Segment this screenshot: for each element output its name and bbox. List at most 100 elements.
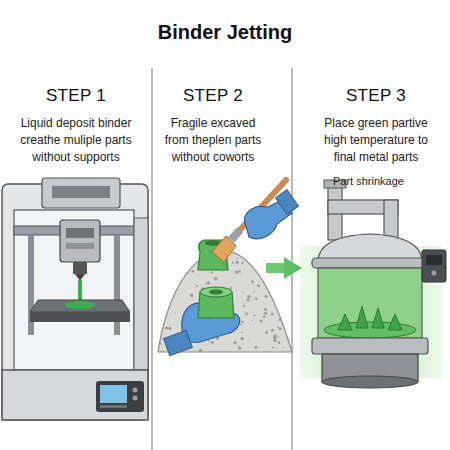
powder-grain bbox=[283, 249, 286, 252]
powder-grain bbox=[282, 297, 284, 299]
powder-grain bbox=[241, 337, 244, 340]
printer-illustration bbox=[134, 218, 148, 370]
paint-brush bbox=[212, 236, 236, 262]
powder-grain bbox=[164, 261, 165, 262]
printer-illustration bbox=[60, 220, 100, 262]
powder-grain bbox=[277, 253, 279, 255]
powder-grain bbox=[243, 305, 245, 307]
printer-illustration bbox=[42, 178, 120, 208]
powder-grain bbox=[253, 263, 254, 264]
powder-grain bbox=[279, 327, 282, 330]
powder-grain bbox=[159, 343, 161, 345]
powder-grain bbox=[205, 283, 207, 285]
powder-grain bbox=[211, 341, 214, 344]
step-description: Place green partive high temperature to … bbox=[321, 115, 431, 166]
printer-illustration bbox=[96, 381, 144, 412]
powder-grain bbox=[265, 331, 268, 334]
powder-grain bbox=[264, 265, 265, 266]
powder-grain bbox=[243, 292, 244, 293]
powder-grain bbox=[165, 327, 168, 330]
powder-grain bbox=[235, 270, 238, 273]
furnace-illustration bbox=[312, 258, 428, 268]
furnace-illustration bbox=[338, 314, 352, 330]
powder-grain bbox=[222, 271, 223, 272]
powder-grain bbox=[263, 257, 266, 260]
powder-grain bbox=[272, 275, 275, 278]
powder-grain bbox=[284, 321, 287, 324]
glove-hand bbox=[245, 190, 299, 239]
powder-grain bbox=[279, 318, 282, 321]
powder-grain bbox=[164, 256, 167, 259]
powder-grain bbox=[162, 278, 164, 280]
powder-grain bbox=[251, 320, 252, 321]
powder-grain bbox=[247, 298, 250, 301]
powder-grain bbox=[176, 268, 179, 271]
powder-grain bbox=[273, 259, 275, 261]
powder-grain bbox=[208, 340, 209, 341]
powder-grain bbox=[241, 321, 243, 323]
powder-grain bbox=[254, 346, 257, 349]
powder-grain bbox=[283, 347, 284, 348]
powder-grain bbox=[260, 320, 263, 323]
step-panel: STEP 3 Place green partive high temperatu… bbox=[302, 86, 450, 440]
green-part bbox=[200, 287, 232, 297]
powder-grain bbox=[273, 339, 276, 342]
powder-grain bbox=[196, 285, 198, 287]
powder-grain bbox=[271, 329, 274, 332]
powder-grain bbox=[251, 280, 254, 283]
green-part bbox=[209, 290, 223, 295]
glove-hand bbox=[276, 190, 299, 214]
powder-grain bbox=[264, 312, 267, 315]
annotation-label: Part shrinkage bbox=[333, 175, 404, 187]
powder-grain bbox=[264, 308, 267, 311]
powder-grain bbox=[282, 320, 284, 322]
printer-illustration bbox=[30, 312, 130, 322]
furnace-illustration bbox=[318, 268, 422, 338]
printer-illustration bbox=[65, 301, 95, 309]
column-divider bbox=[151, 68, 152, 450]
furnace-illustration bbox=[356, 306, 368, 328]
powder-grain bbox=[271, 313, 274, 316]
furnace-illustration bbox=[384, 200, 398, 240]
powder-grain bbox=[277, 326, 279, 328]
powder-grain bbox=[242, 343, 243, 344]
flow-arrow bbox=[266, 263, 290, 273]
column-divider bbox=[291, 68, 292, 450]
powder-grain bbox=[267, 252, 269, 254]
printer-illustration bbox=[2, 370, 148, 420]
printer-illustration bbox=[133, 388, 138, 393]
powder-grain bbox=[232, 262, 234, 264]
powder-grain bbox=[255, 298, 258, 301]
furnace-illustration bbox=[322, 376, 418, 388]
step-heading: STEP 3 bbox=[302, 86, 450, 106]
powder-grain bbox=[207, 281, 210, 284]
powder-grain bbox=[275, 266, 278, 269]
furnace-illustration bbox=[312, 338, 428, 354]
powder-grain bbox=[185, 250, 187, 252]
powder-grain bbox=[159, 333, 162, 336]
powder-grain bbox=[166, 275, 168, 277]
powder-grain bbox=[240, 323, 242, 325]
powder-grain bbox=[253, 314, 255, 316]
powder-grain bbox=[165, 327, 167, 329]
powder-grain bbox=[214, 277, 217, 280]
step-panel: STEP 1Liquid deposit binder creathe muli… bbox=[0, 86, 152, 440]
powder-grain bbox=[175, 281, 178, 284]
step-heading: STEP 2 bbox=[160, 86, 266, 106]
powder-grain bbox=[281, 288, 284, 291]
powder-grain bbox=[247, 295, 250, 298]
printer-illustration bbox=[133, 396, 138, 401]
powder-grain bbox=[274, 305, 276, 307]
powder-grain bbox=[272, 347, 274, 349]
powder-grain bbox=[235, 261, 238, 264]
powder-grain bbox=[285, 319, 287, 321]
powder-grain bbox=[184, 249, 186, 251]
powder-grain bbox=[263, 316, 265, 318]
powder-grain bbox=[175, 269, 178, 272]
powder-grain bbox=[168, 274, 171, 277]
printer-illustration bbox=[66, 243, 94, 249]
